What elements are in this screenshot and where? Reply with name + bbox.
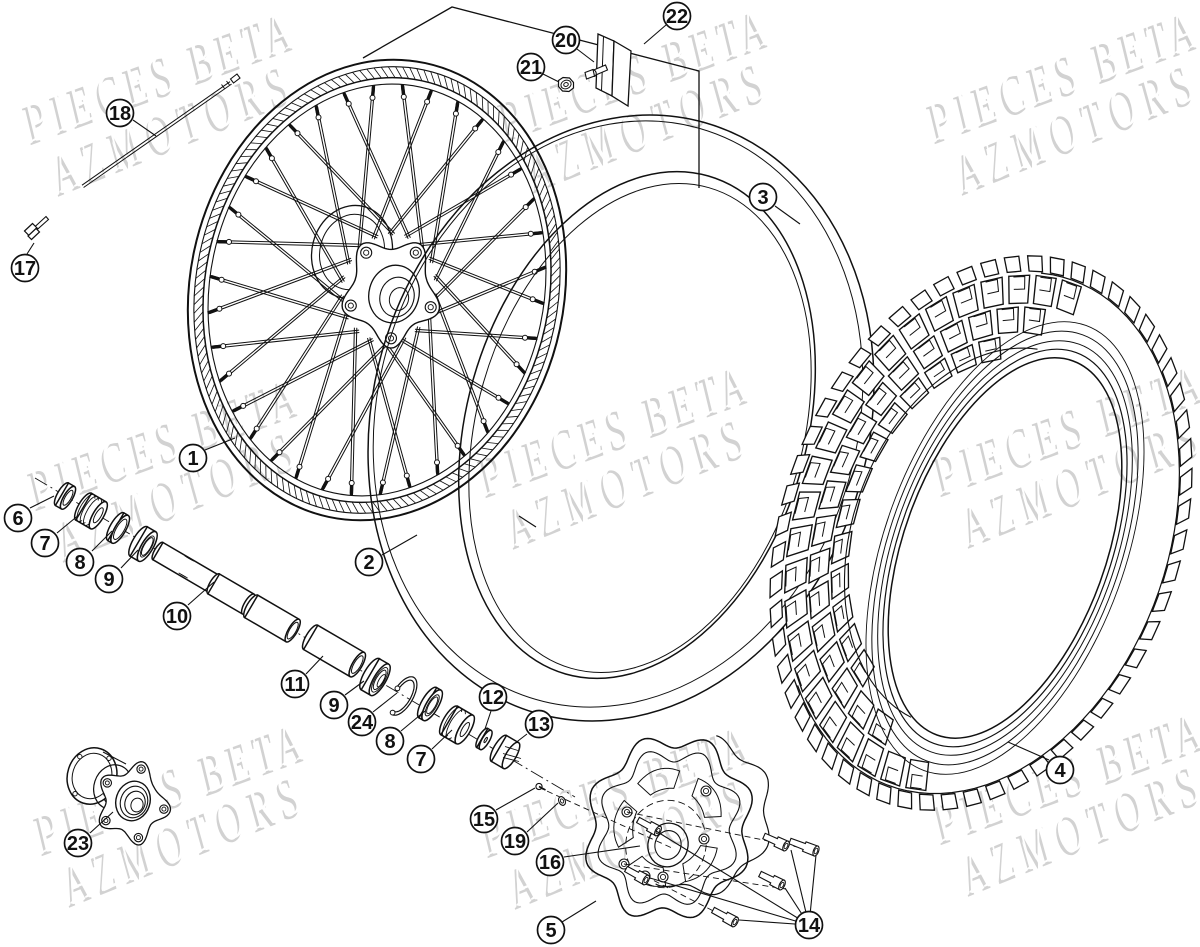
svg-text:22: 22 — [666, 6, 688, 28]
svg-text:8: 8 — [74, 552, 85, 574]
svg-text:7: 7 — [39, 533, 50, 555]
svg-text:12: 12 — [482, 687, 504, 709]
svg-text:7: 7 — [415, 749, 426, 771]
svg-text:10: 10 — [166, 606, 188, 628]
svg-text:23: 23 — [67, 833, 89, 855]
svg-text:21: 21 — [520, 57, 542, 79]
svg-text:14: 14 — [798, 915, 821, 937]
svg-text:11: 11 — [284, 674, 305, 696]
svg-text:19: 19 — [504, 831, 526, 853]
svg-text:9: 9 — [103, 569, 114, 591]
svg-text:18: 18 — [109, 103, 131, 125]
svg-text:15: 15 — [473, 809, 495, 831]
svg-text:20: 20 — [555, 30, 577, 52]
svg-text:2: 2 — [363, 552, 374, 574]
svg-text:13: 13 — [528, 714, 550, 736]
svg-text:1: 1 — [187, 448, 198, 470]
svg-text:3: 3 — [757, 187, 768, 209]
svg-text:5: 5 — [545, 920, 556, 942]
svg-text:17: 17 — [14, 258, 36, 280]
svg-text:24: 24 — [351, 712, 374, 734]
svg-text:8: 8 — [384, 731, 395, 753]
svg-text:9: 9 — [328, 695, 339, 717]
svg-text:16: 16 — [539, 852, 561, 874]
svg-text:4: 4 — [1054, 760, 1066, 782]
svg-text:6: 6 — [12, 508, 23, 530]
